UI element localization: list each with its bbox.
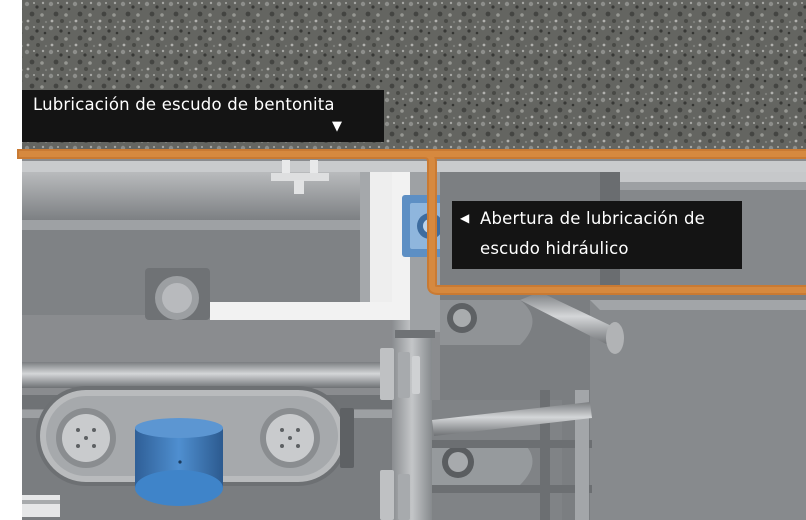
motor [135,418,223,506]
callout-hydraulic-lubrication: ◀ Abertura de lubricación de escudo hidr… [452,201,742,269]
callout-bentonite-lubrication: Lubricación de escudo de bentonita ▼ [22,90,384,142]
arrow-left-icon: ◀ [460,211,470,225]
callout-hydraulic-line2: escudo hidráulico [480,239,629,258]
callout-bentonite-label: Lubricación de escudo de bentonita [33,95,335,114]
rock-layer [22,0,806,156]
lubrication-line [17,149,806,295]
drive-assembly [22,386,392,520]
arrow-down-icon: ▼ [332,119,343,134]
callout-hydraulic-line1: Abertura de lubricación de [480,209,705,228]
